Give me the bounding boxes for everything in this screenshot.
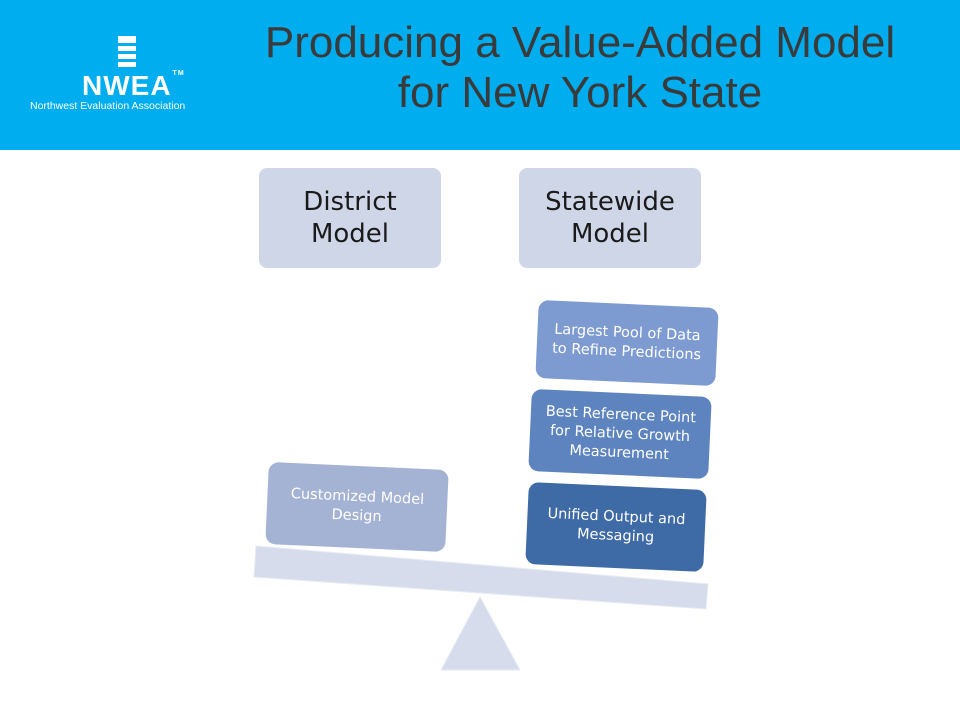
- seesaw-fulcrum: [440, 595, 521, 671]
- title-line-1: Producing a Value-Added Model: [264, 18, 896, 67]
- statewide-model-label: Statewide Model: [519, 168, 701, 268]
- title-line-2: for New York State: [397, 68, 763, 117]
- logo-wordmark: NWEATM: [82, 70, 185, 101]
- seesaw-beam: [253, 545, 709, 610]
- block-largest-pool: Largest Pool of Data to Refine Predictio…: [535, 299, 719, 387]
- block-unified-output: Unified Output and Messaging: [525, 482, 707, 572]
- slide-title: Producing a Value-Added Model for New Yo…: [210, 18, 950, 118]
- stacked-bars-icon: [118, 36, 136, 70]
- logo-tagline: Northwest Evaluation Association: [30, 100, 186, 112]
- header-band: NWEATM Northwest Evaluation Association …: [0, 0, 960, 150]
- district-model-label: District Model: [259, 168, 441, 268]
- block-best-reference-point: Best Reference Point for Relative Growth…: [528, 388, 712, 480]
- nwea-logo: NWEATM Northwest Evaluation Association: [30, 36, 200, 116]
- block-customized-model-design: Customized Model Design: [265, 461, 449, 553]
